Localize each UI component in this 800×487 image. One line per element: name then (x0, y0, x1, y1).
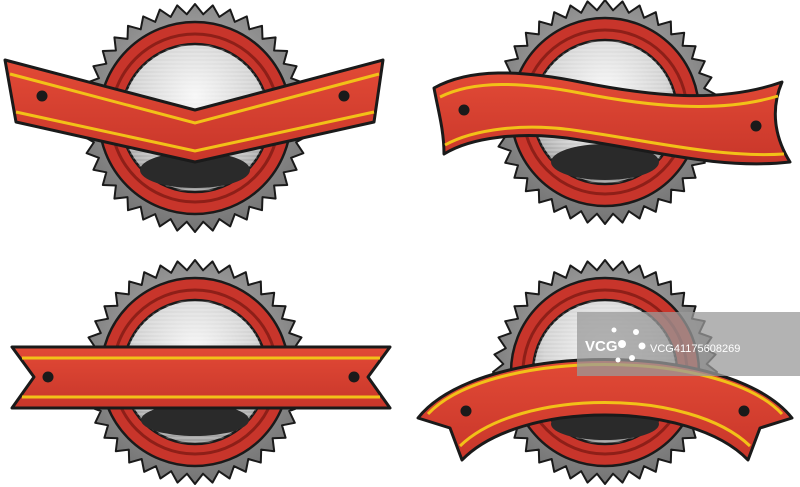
ribbon-body (432, 71, 792, 166)
badge-chevron (3, 3, 385, 233)
ribbon-stripe-top (9, 72, 380, 125)
ribbon-body (416, 358, 794, 462)
badge-wavy (432, 0, 792, 225)
watermark-logo (611, 327, 646, 363)
rivet-left (460, 405, 472, 417)
ribbon-arched (416, 358, 794, 462)
medallion-shadow (141, 404, 249, 436)
ribbon-stripe-top (439, 83, 779, 108)
rivet-left (42, 371, 54, 383)
ribbon-body (10, 345, 392, 410)
medallion-shadow (551, 144, 659, 180)
rivet-right (338, 90, 350, 102)
ribbon-straight (10, 345, 392, 410)
ribbon-stripe-bottom (444, 125, 785, 157)
rivet-left (458, 104, 470, 116)
rivet-left (36, 90, 48, 102)
badge-arched: VCG VCG41175608269 (416, 259, 800, 485)
watermark: VCG VCG41175608269 (577, 312, 800, 376)
watermark-logo-text: VCG (585, 338, 618, 355)
rivet-right (348, 371, 360, 383)
watermark-band (577, 312, 800, 376)
ribbon-stripe-bottom (15, 110, 375, 153)
ribbon-wavy (432, 71, 792, 166)
ribbon-stripe-bottom (458, 401, 752, 448)
rivet-right (750, 120, 762, 132)
badge-straight (10, 259, 392, 485)
watermark-id-text: VCG41175608269 (650, 343, 740, 355)
medallion-shadow (140, 152, 250, 188)
rivet-right (738, 405, 750, 417)
ribbon-chevron (3, 58, 385, 164)
ribbon-body (3, 58, 385, 164)
